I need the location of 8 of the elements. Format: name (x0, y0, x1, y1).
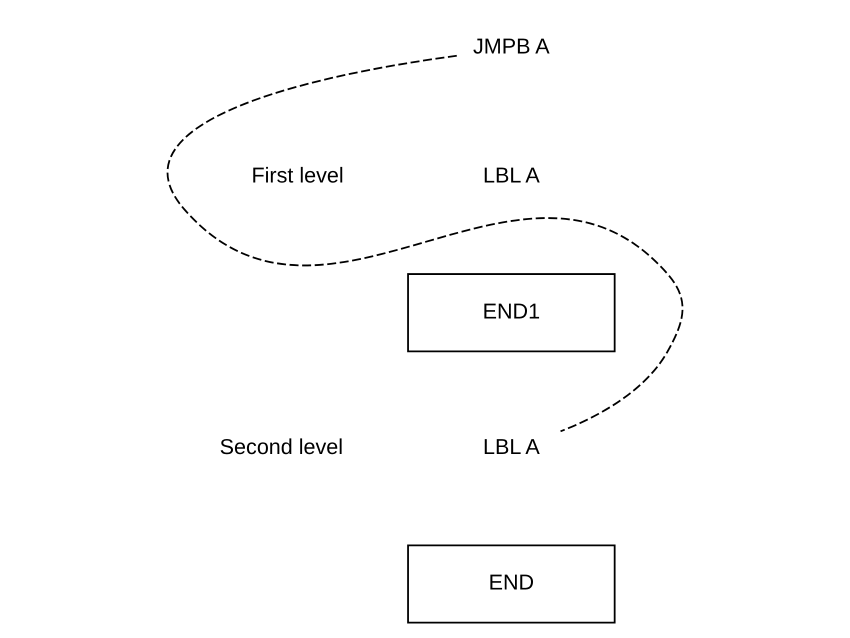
node-text: LBL A (483, 434, 540, 459)
node-box: END1 (407, 273, 616, 352)
label: Second level (220, 434, 344, 459)
node-text: JMPB A (473, 33, 550, 58)
node-box: END (407, 544, 616, 624)
connector (168, 54, 684, 432)
label: First level (251, 162, 344, 188)
node-text: LBL A (483, 162, 540, 188)
